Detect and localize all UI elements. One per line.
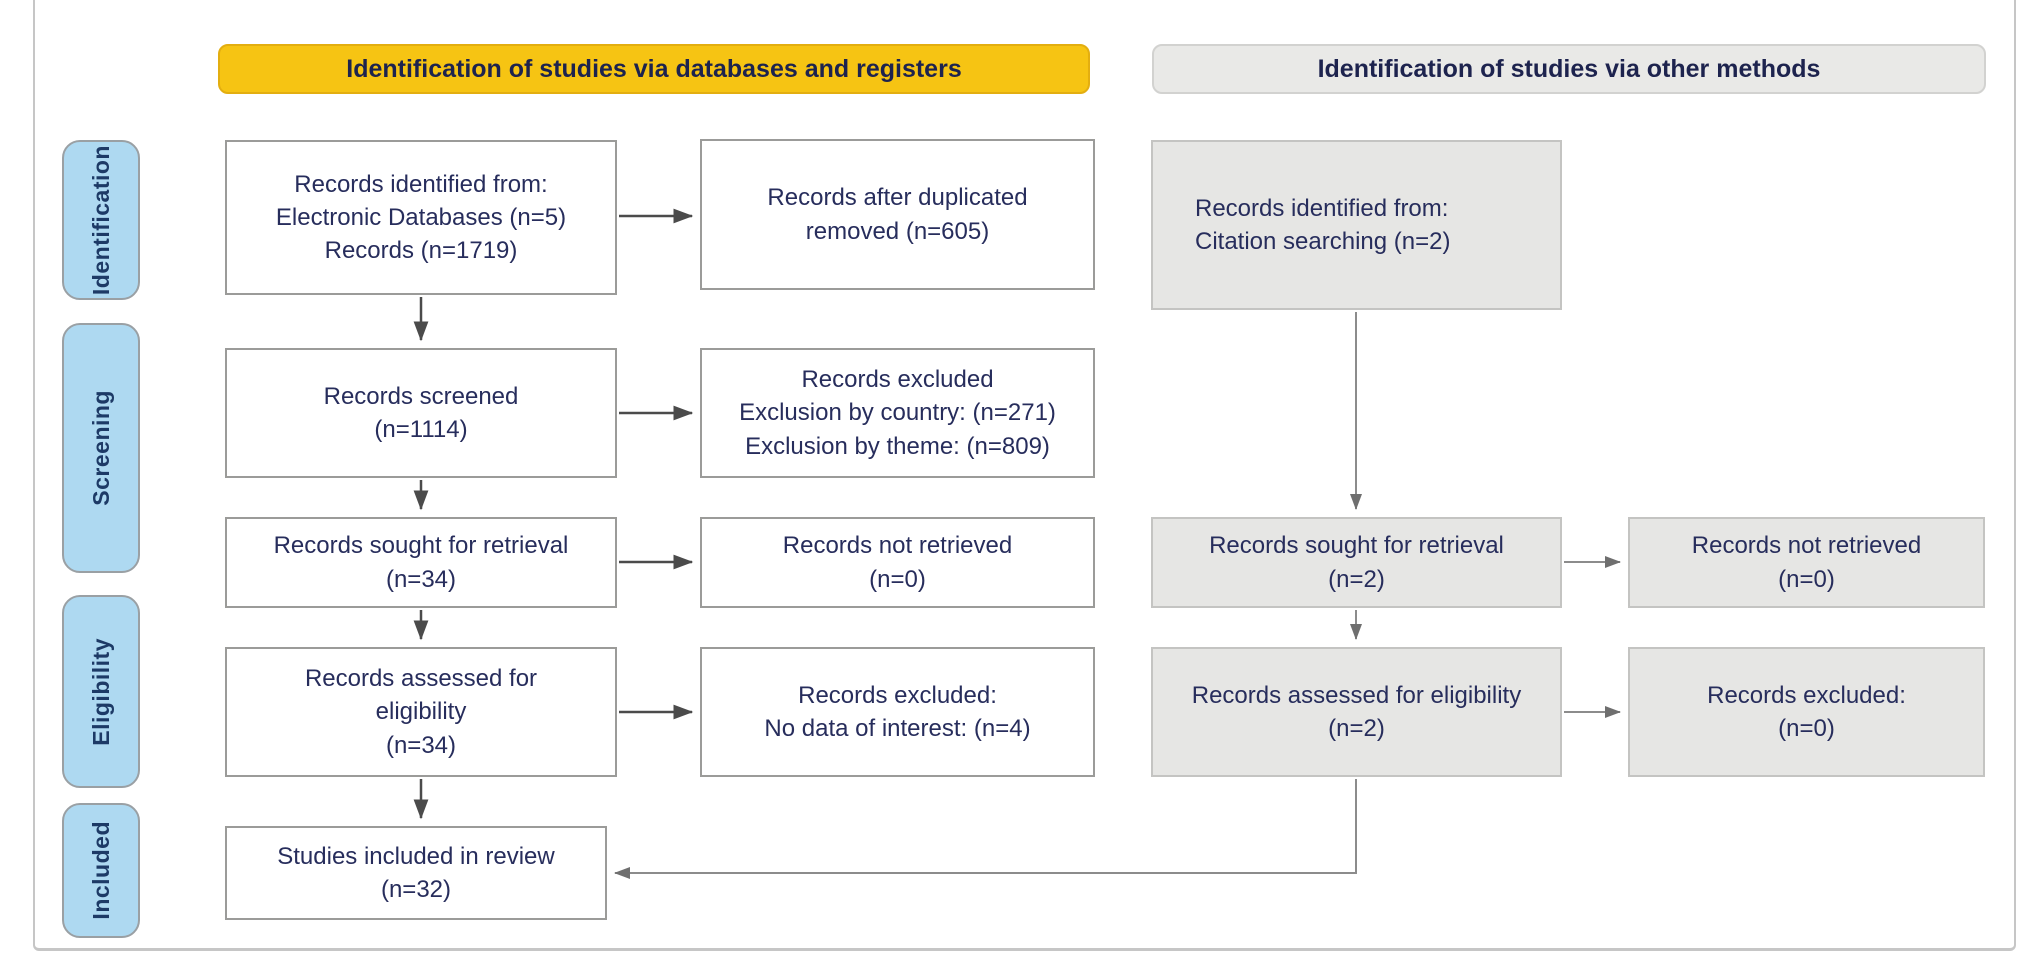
- box-records-assessed-other: Records assessed for eligibility (n=2): [1151, 647, 1562, 777]
- stage-label-identification: Identification: [62, 140, 140, 300]
- header-databases-label: Identification of studies via databases …: [346, 54, 962, 83]
- stage-screening-text: Screening: [87, 390, 114, 506]
- box-records-after-duplicates: Records after duplicated removed (n=605): [700, 139, 1095, 290]
- header-other-methods: Identification of studies via other meth…: [1152, 44, 1986, 94]
- box-records-excluded-screening: Records excluded Exclusion by country: (…: [700, 348, 1095, 478]
- box-records-not-retrieved-other-text: Records not retrieved (n=0): [1691, 532, 1922, 593]
- box-records-assessed-databases: Records assessed for eligibility (n=34): [225, 647, 617, 777]
- box-records-identified-databases-text: Records identified from: Electronic Data…: [275, 170, 567, 265]
- stage-label-screening: Screening: [62, 323, 140, 573]
- box-studies-included: Studies included in review (n=32): [225, 826, 607, 920]
- header-databases-registers: Identification of studies via databases …: [218, 44, 1090, 94]
- box-records-sought-databases-text: Records sought for retrieval (n=34): [273, 532, 569, 593]
- box-records-excluded-eligibility: Records excluded: No data of interest: (…: [700, 647, 1095, 777]
- box-records-identified-databases: Records identified from: Electronic Data…: [225, 140, 617, 295]
- box-records-not-retrieved-databases-text: Records not retrieved (n=0): [782, 532, 1013, 593]
- box-records-not-retrieved-databases: Records not retrieved (n=0): [700, 517, 1095, 608]
- header-other-label: Identification of studies via other meth…: [1317, 54, 1821, 83]
- box-records-screened: Records screened (n=1114): [225, 348, 617, 478]
- box-records-assessed-databases-text: Records assessed for eligibility (n=34): [304, 665, 538, 759]
- box-records-excluded-eligibility-text: Records excluded: No data of interest: (…: [764, 681, 1031, 742]
- stage-label-eligibility: Eligibility: [62, 595, 140, 788]
- box-records-excluded-other: Records excluded: (n=0): [1628, 647, 1985, 777]
- outer-frame: [33, 0, 2016, 951]
- box-studies-included-text: Studies included in review (n=32): [277, 842, 555, 903]
- stage-identification-text: Identification: [87, 144, 114, 296]
- box-records-sought-databases: Records sought for retrieval (n=34): [225, 517, 617, 608]
- box-records-after-duplicates-text: Records after duplicated removed (n=605): [767, 184, 1028, 245]
- stage-eligibility-text: Eligibility: [87, 637, 114, 746]
- box-records-screened-text: Records screened (n=1114): [323, 382, 519, 443]
- stage-included-text: Included: [87, 821, 114, 920]
- box-records-sought-other-text: Records sought for retrieval (n=2): [1209, 532, 1504, 593]
- box-records-sought-other: Records sought for retrieval (n=2): [1151, 517, 1562, 608]
- stage-label-included: Included: [62, 803, 140, 938]
- box-records-assessed-other-text: Records assessed for eligibility (n=2): [1191, 681, 1522, 742]
- box-records-identified-other: Records identified from: Citation search…: [1151, 140, 1562, 310]
- box-records-identified-other-text: Records identified from: Citation search…: [1195, 194, 1451, 255]
- box-records-excluded-other-text: Records excluded: (n=0): [1707, 681, 1906, 742]
- box-records-excluded-screening-text: Records excluded Exclusion by country: (…: [739, 366, 1056, 460]
- box-records-not-retrieved-other: Records not retrieved (n=0): [1628, 517, 1985, 608]
